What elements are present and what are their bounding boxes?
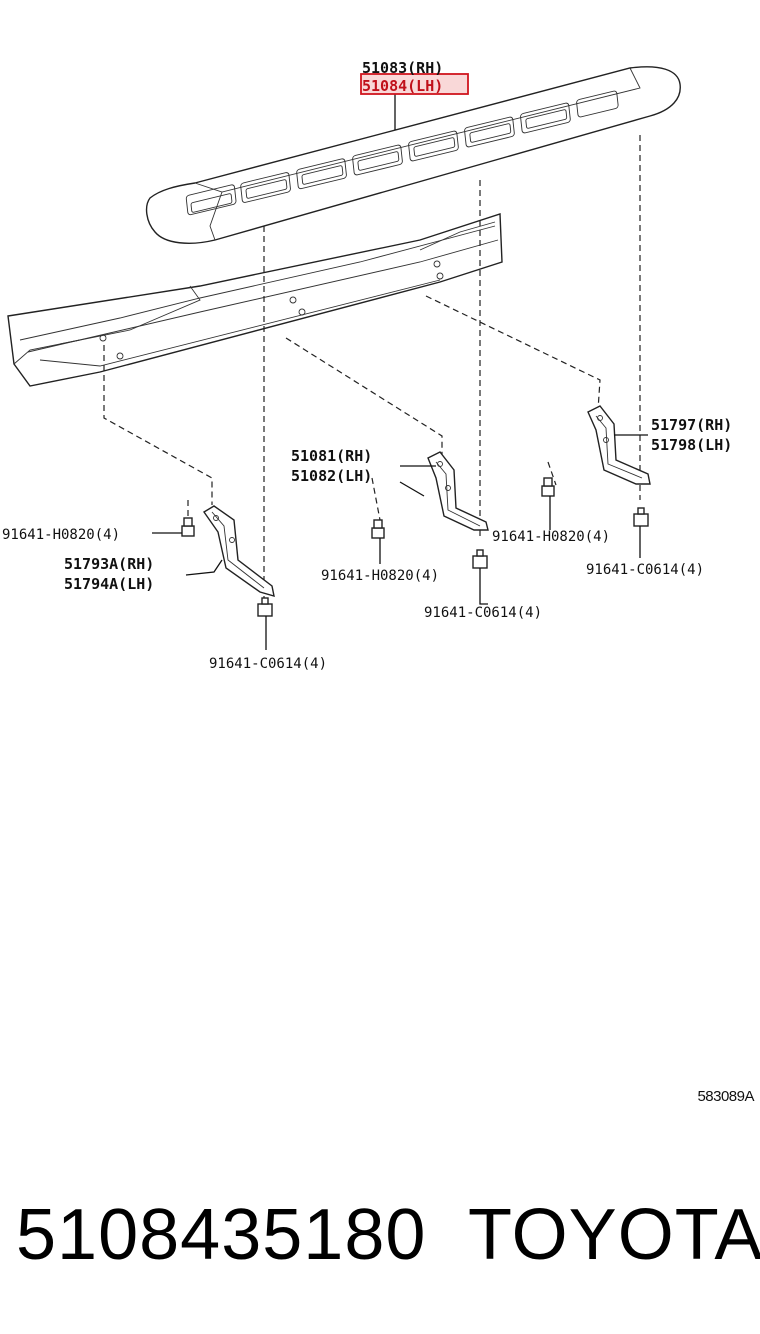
alignment-lines [103, 135, 641, 600]
highlight-box [360, 73, 469, 95]
brand-name: TOYOTA [468, 1195, 760, 1275]
nut-c0614-left[interactable] [257, 597, 273, 617]
label-rear-bracket-rh[interactable]: 51797(RH) [651, 416, 732, 434]
rocker-panel [7, 213, 503, 387]
label-center-bracket-rh[interactable]: 51081(RH) [291, 447, 372, 465]
label-step-rh[interactable]: 51083(RH) [362, 59, 443, 77]
label-rear-bracket-lh[interactable]: 51798(LH) [651, 436, 732, 454]
part-number: 5108435180 [16, 1195, 427, 1275]
footer: 5108435180 TOYOTA [0, 1190, 760, 1280]
label-center-bracket-lh[interactable]: 51082(LH) [291, 467, 372, 485]
part-labels: 51083(RH) 51084(LH) 51797(RH) 51798(LH) … [2, 59, 732, 672]
label-bolt-h0820-left[interactable]: 91641-H0820(4) [2, 527, 120, 543]
label-nut-c0614-right[interactable]: 91641-C0614(4) [586, 562, 704, 578]
label-nut-c0614-center[interactable]: 91641-C0614(4) [424, 605, 542, 621]
leader-lines [152, 94, 648, 650]
bolt-h0820-center[interactable] [371, 519, 385, 539]
rear-bracket[interactable] [587, 405, 651, 485]
front-bracket[interactable] [202, 505, 275, 597]
nut-c0614-right[interactable] [633, 507, 649, 527]
label-bolt-h0820-center[interactable]: 91641-H0820(4) [321, 568, 439, 584]
nut-c0614-center[interactable] [472, 549, 488, 569]
label-nut-c0614-left[interactable]: 91641-C0614(4) [209, 656, 327, 672]
parts-diagram: 51083(RH) 51084(LH) 51797(RH) 51798(LH) … [2, 59, 732, 672]
running-board-step[interactable] [145, 66, 681, 244]
center-bracket[interactable] [427, 451, 489, 531]
label-front-bracket-lh[interactable]: 51794A(LH) [64, 575, 154, 593]
label-front-bracket-rh[interactable]: 51793A(RH) [64, 555, 154, 573]
bolt-h0820-right[interactable] [541, 477, 555, 497]
diagram-reference-code: 583089A [697, 1088, 754, 1105]
label-bolt-h0820-right[interactable]: 91641-H0820(4) [492, 529, 610, 545]
bolt-h0820-left[interactable] [181, 517, 195, 537]
label-step-lh[interactable]: 51084(LH) [362, 77, 443, 95]
